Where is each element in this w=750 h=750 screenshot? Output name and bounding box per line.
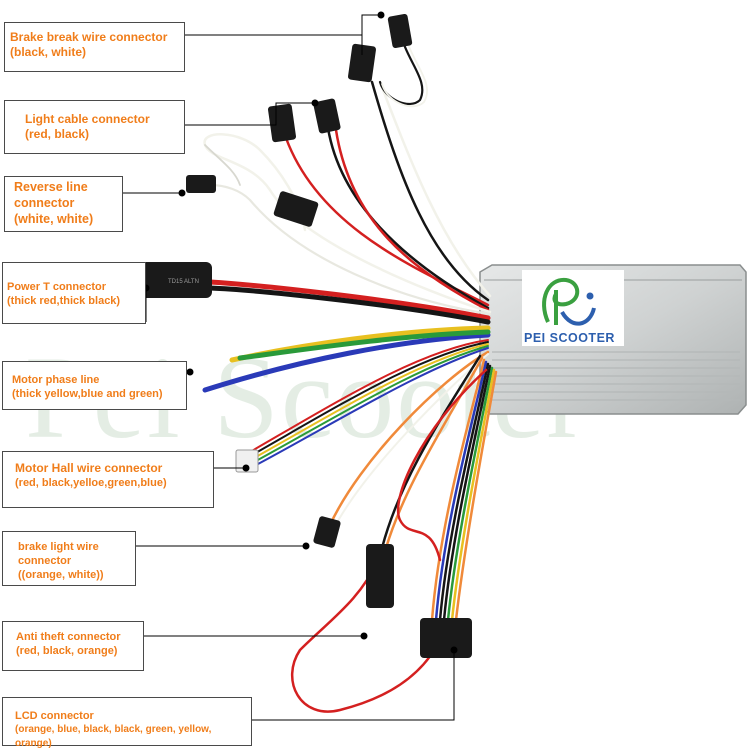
label-motor-hall-colors: (red, black,yelloe,green,blue) — [15, 477, 167, 489]
label-power-t-colors: (thick red,thick black) — [7, 295, 121, 307]
label-brake-break: Brake break wire connector (black, white… — [4, 22, 185, 72]
controller-box — [479, 264, 747, 415]
wire-bundle — [202, 28, 498, 713]
label-power-t-title: Power T connector — [7, 281, 107, 293]
label-reverse-line-title: Reverse line — [14, 180, 88, 194]
leader-lcd — [252, 650, 455, 721]
reverse-connector-b — [273, 191, 319, 227]
label-lcd-title: LCD connector — [15, 710, 94, 722]
label-anti-theft-colors: (red, black, orange) — [16, 645, 118, 657]
label-reverse-line-colors: (white, white) — [14, 212, 94, 226]
connectors — [138, 13, 472, 658]
leader-dots — [142, 11, 458, 654]
label-brake-break-title: Brake break wire connector — [10, 30, 168, 44]
label-brake-break-colors: (black, white) — [10, 45, 87, 59]
svg-text:TD15 ALTN: TD15 ALTN — [168, 279, 199, 285]
hall-connector — [235, 449, 259, 473]
leader-brake-break-b — [361, 14, 381, 35]
reverse-connector-a — [186, 175, 216, 193]
label-motor-hall-title: Motor Hall wire connector — [15, 461, 163, 475]
anti-theft-connector — [366, 544, 394, 608]
label-motor-hall: Motor Hall wire connector (red, black,ye… — [2, 451, 214, 508]
label-brake-light-title-2: connector — [18, 555, 72, 567]
leader-brake-break-a — [184, 34, 363, 55]
label-light-cable: Light cable connector (red, black) — [4, 100, 185, 154]
brake-break-connector-b — [347, 43, 377, 83]
light-connector-a — [313, 98, 341, 134]
brake-break-connector-a — [387, 13, 413, 49]
leader-light — [184, 102, 315, 126]
label-brake-light: brake light wire connector ((orange, whi… — [2, 531, 136, 586]
label-motor-phase-title: Motor phase line — [12, 374, 100, 386]
brand-logo — [542, 277, 596, 326]
brake-light-connector — [313, 516, 341, 548]
label-motor-phase: Motor phase line (thick yellow,blue and … — [2, 361, 187, 410]
label-brake-light-colors: ((orange, white)) — [18, 569, 104, 581]
label-motor-phase-colors: (thick yellow,blue and green) — [12, 388, 163, 400]
brand-name: PEI SCOOTER — [524, 331, 615, 345]
label-anti-theft: Anti theft connector (red, black, orange… — [2, 621, 144, 671]
label-anti-theft-title: Anti theft connector — [16, 631, 121, 643]
label-power-t: Power T connector (thick red,thick black… — [2, 262, 146, 324]
label-brake-light-title: brake light wire — [18, 541, 99, 553]
label-lcd-colors: (orange, blue, black, black, green, yell… — [15, 724, 212, 749]
leader-lines — [122, 14, 455, 721]
label-lcd: LCD connector (orange, blue, black, blac… — [2, 697, 252, 749]
power-t-connector — [138, 262, 212, 298]
label-light-cable-title: Light cable connector — [25, 112, 150, 126]
light-connector-b — [267, 103, 297, 143]
label-reverse-line: Reverse line connector (white, white) — [4, 176, 123, 232]
lcd-connector — [420, 618, 472, 658]
label-light-cable-colors: (red, black) — [25, 127, 90, 141]
label-reverse-line-title-2: connector — [14, 196, 75, 210]
